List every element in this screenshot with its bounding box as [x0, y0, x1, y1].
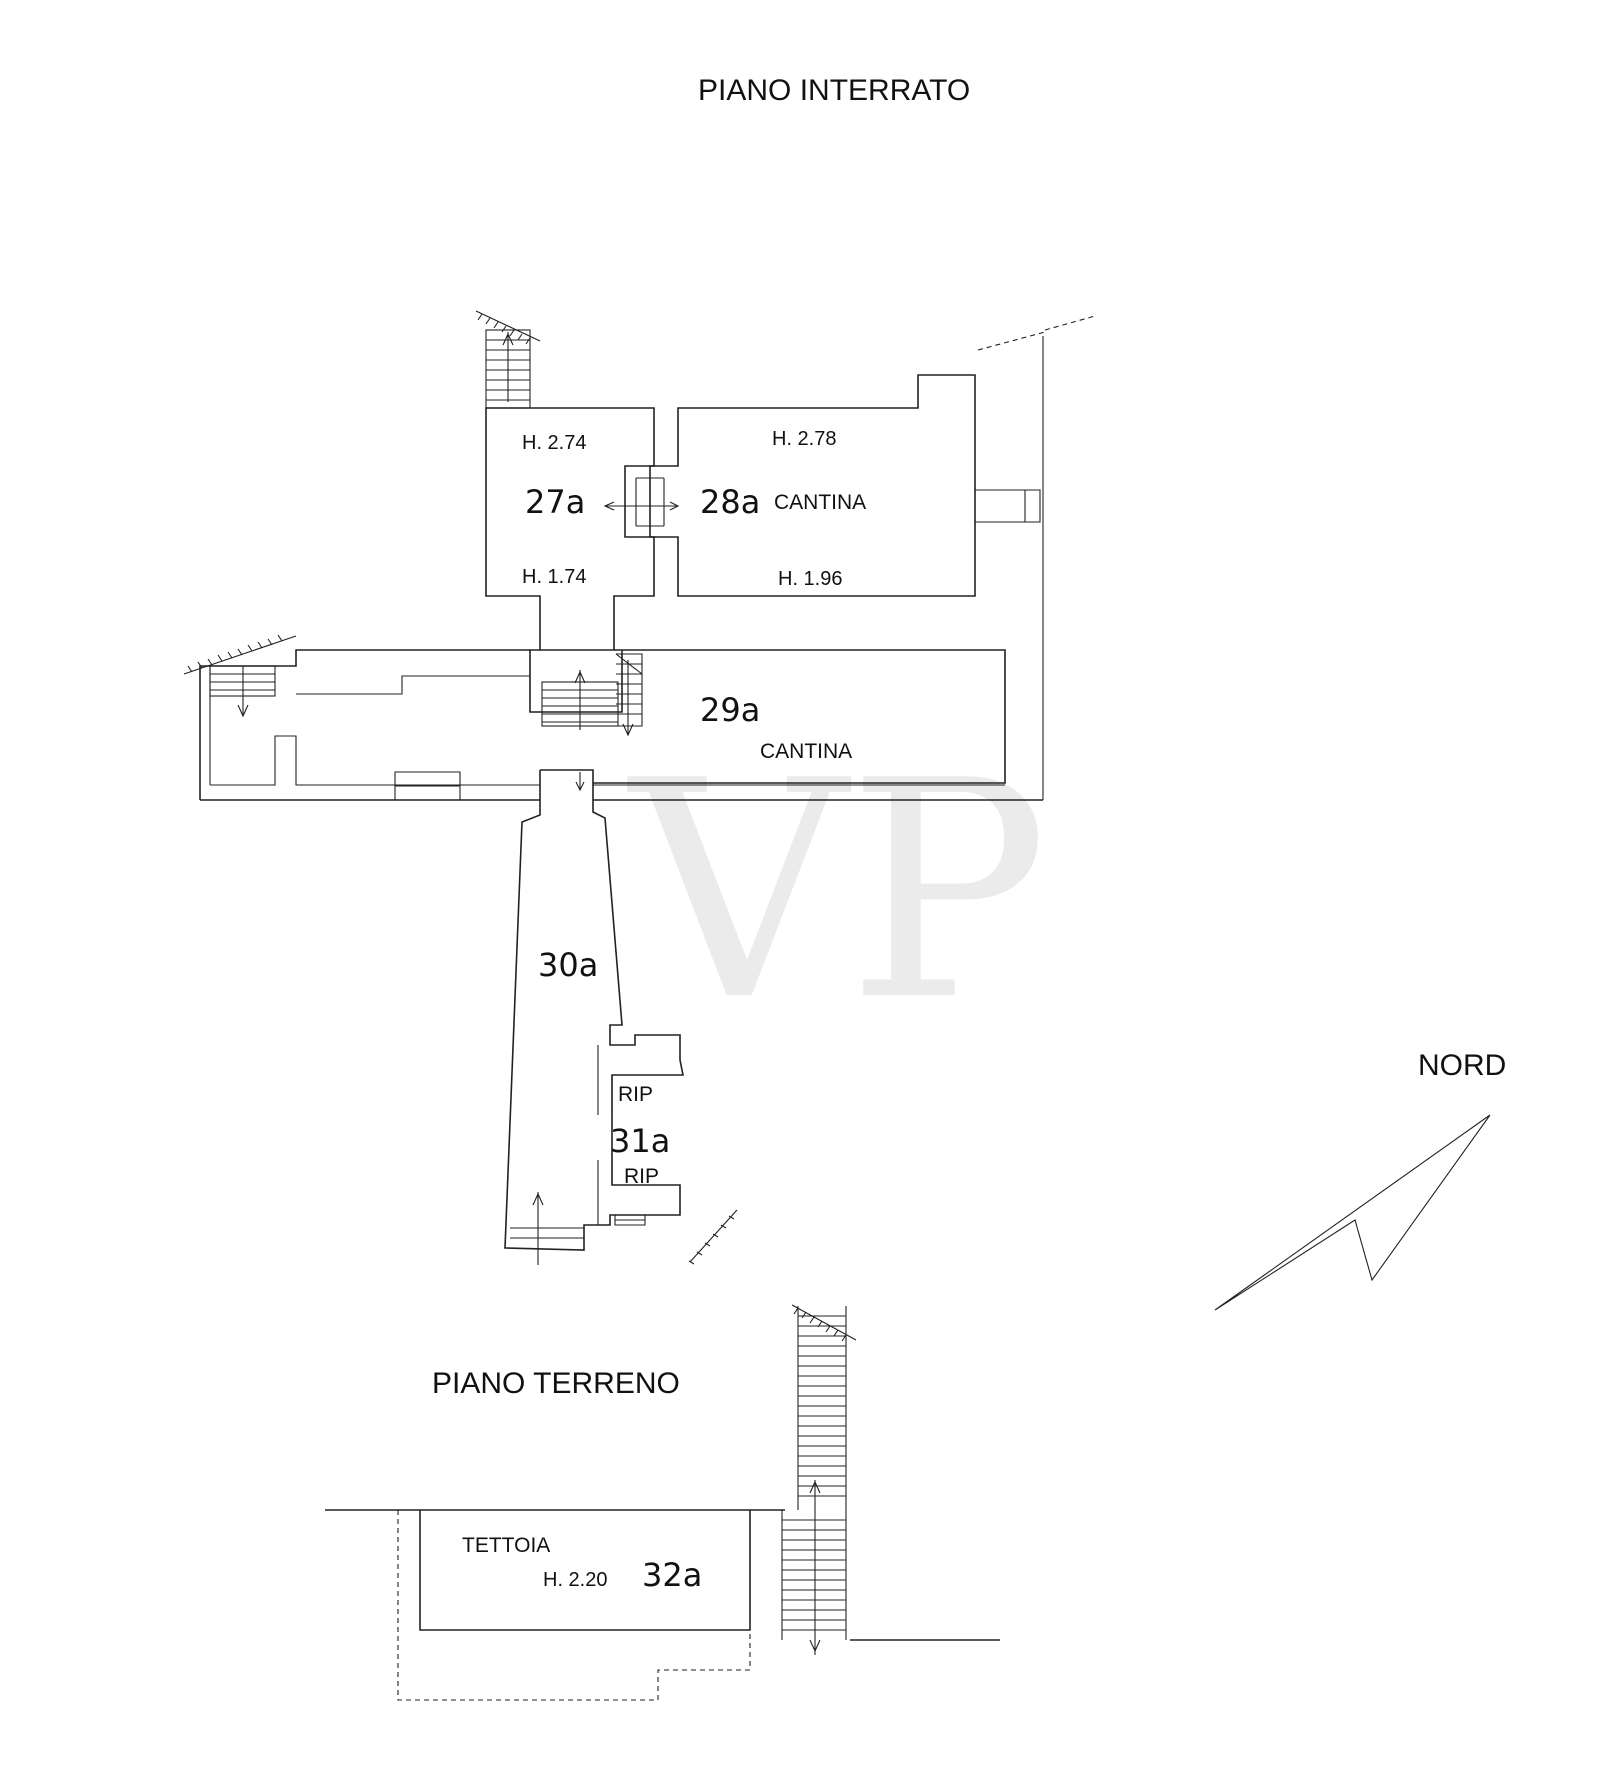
room-29a-number: 29a	[700, 691, 760, 729]
stair-icon	[541, 653, 643, 737]
watermark: VP	[625, 717, 1048, 1066]
room-28a-number: 28a	[700, 483, 760, 521]
room-32a-number: 32a	[642, 1556, 702, 1594]
room-29a-name: CANTINA	[760, 740, 852, 763]
hatch-top-left	[475, 310, 541, 345]
room-31a-name-bottom: RIP	[624, 1165, 659, 1188]
stair-icon	[485, 329, 531, 409]
north-arrow-icon	[1214, 1114, 1491, 1311]
basement-title: PIANO INTERRATO	[698, 74, 970, 107]
room-32a-name: TETTOIA	[462, 1534, 550, 1557]
hatch-left	[183, 634, 297, 675]
room-28a-height-bottom: H. 1.96	[778, 568, 842, 590]
stair-icon	[209, 665, 276, 718]
hatch-ground-stair	[791, 1304, 857, 1342]
room-31a-name-top: RIP	[618, 1083, 653, 1106]
stair-icon	[532, 1192, 544, 1265]
room-28a-walls	[649, 374, 976, 597]
north-label: NORD	[1418, 1049, 1506, 1082]
room-31a-number: 31a	[610, 1122, 670, 1160]
room-32a-walls	[419, 1510, 751, 1631]
room-30a-number: 30a	[538, 946, 598, 984]
ground-floor-title: PIANO TERRENO	[432, 1367, 680, 1400]
room-27a-number: 27a	[525, 483, 585, 521]
room-27a-height-bottom: H. 1.74	[522, 566, 586, 588]
room-32a-height: H. 2.20	[543, 1569, 607, 1591]
room-28a-height-top: H. 2.78	[772, 428, 836, 450]
hatch-bottom	[688, 1209, 738, 1265]
room-29a-walls	[529, 649, 1006, 784]
door-arrow-icon	[603, 501, 680, 511]
stair-icon	[781, 1306, 847, 1655]
room-28a-name: CANTINA	[774, 491, 866, 514]
ground-floor-plan	[325, 1304, 1000, 1701]
basement-plan	[183, 310, 1096, 1265]
room-27a-height-top: H. 2.74	[522, 432, 586, 454]
